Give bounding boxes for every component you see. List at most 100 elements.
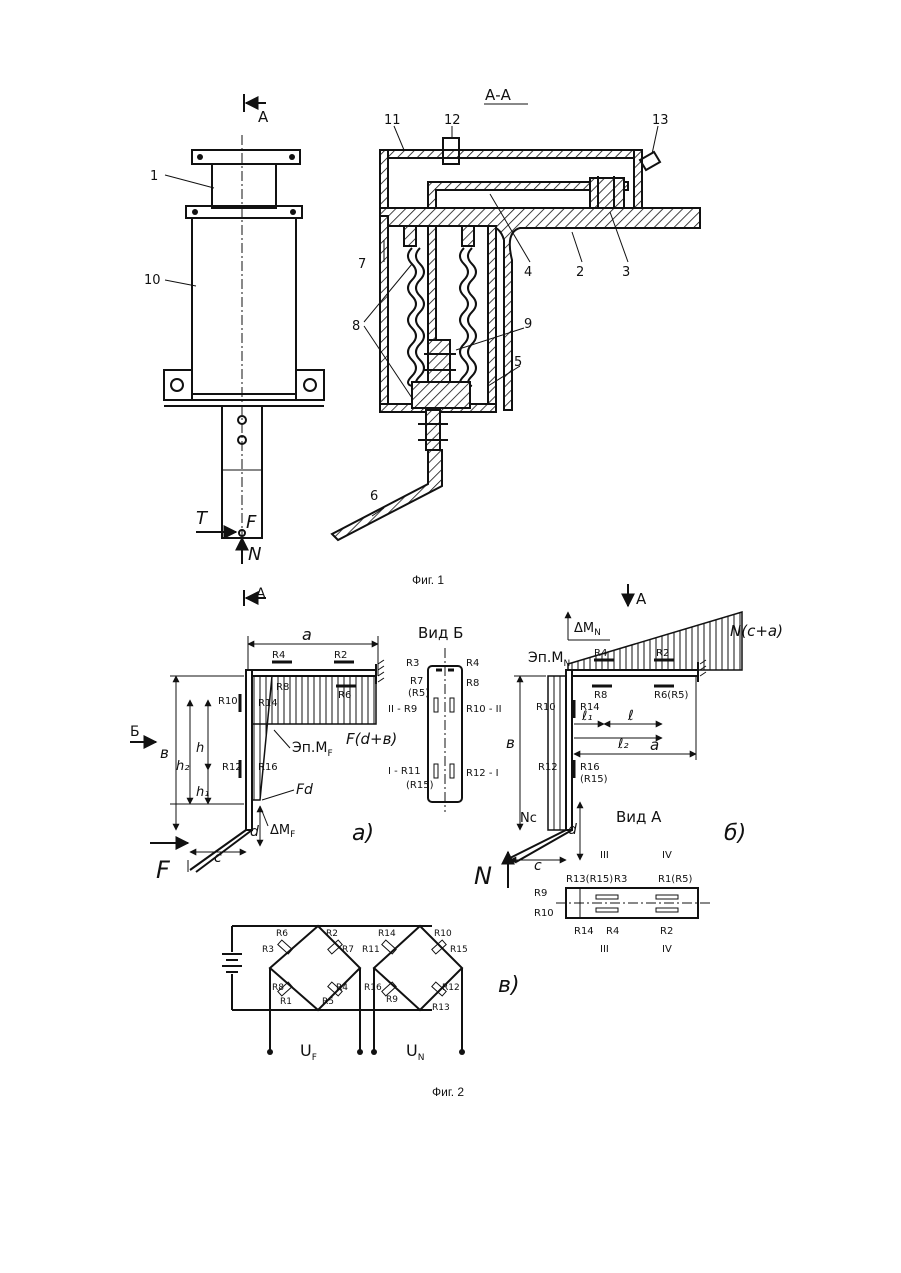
bridge-n-r16: R16: [364, 983, 382, 993]
fig2-panel-b: A N(c+a) ΔMN Эп.MN R4 R2 R8 R6(R5) R10 R…: [474, 584, 783, 890]
panel-b-r15: (R15): [580, 774, 608, 785]
view-a-r10: R10: [534, 908, 554, 919]
part-label-5: 5: [514, 355, 522, 370]
panel-a-dim-d: d: [250, 824, 259, 840]
force-n: N: [248, 544, 261, 565]
panel-b-r2: R2: [656, 648, 669, 659]
view-b-r3: R3: [406, 658, 419, 669]
panel-a-label: a): [352, 821, 374, 846]
panel-b-delta-text: ΔM: [574, 621, 594, 636]
view-a-r3: R3: [614, 874, 627, 885]
panel-c-label: в): [498, 973, 520, 998]
part-label-1: 1: [150, 169, 158, 184]
panel-b-r16: R16: [580, 762, 600, 773]
bridge-n-output: UN: [406, 1041, 424, 1063]
bridge-f-r7: R7: [342, 945, 354, 955]
bridge-f-r4: R4: [336, 983, 348, 993]
bridge-n-r11: R11: [362, 945, 380, 955]
panel-a-moment-sub: F: [327, 749, 332, 759]
bridge-f-r1: R1: [280, 997, 292, 1007]
panel-a-section-mark: A: [256, 586, 266, 602]
view-a-mark-iii: III: [600, 850, 609, 861]
view-a-r2: R2: [660, 926, 673, 937]
panel-b-r4: R4: [594, 648, 607, 659]
panel-b-end-moment: N(c+a): [730, 622, 783, 640]
panel-a-r10: R10: [218, 696, 238, 707]
part-label-12: 12: [444, 113, 461, 128]
view-a-r14: R14: [574, 926, 594, 937]
bridge-n-output-u: U: [406, 1041, 418, 1060]
panel-a-delta-text: ΔM: [270, 823, 290, 838]
panel-a-dim-h2: h₂: [176, 759, 189, 774]
bridge-n-r10: R10: [434, 929, 452, 939]
view-a-mark-iv-bottom: IV: [662, 944, 672, 955]
bridge-n-r13: R13: [432, 1003, 450, 1013]
panel-a-dim-c: c: [214, 850, 222, 866]
fig1-elevation-view: A 1 10 T F N: [144, 94, 324, 565]
view-b-r7: R7: [410, 676, 423, 687]
part-label-10: 10: [144, 273, 161, 288]
fig2-panel-a: A a R4 R2 R6 R8 R10 R14 R12 R16 F(d+в) Э…: [130, 586, 397, 884]
panel-a-moment-label: Эп.MF: [292, 740, 333, 759]
panel-a-r2: R2: [334, 650, 347, 661]
panel-b-dim-b: в: [506, 734, 515, 752]
bridge-f-output: UF: [300, 1041, 317, 1063]
panel-b-dim-a: a: [650, 736, 659, 754]
section-mark-a: A: [258, 108, 269, 126]
panel-a-end-moment: F(d+в): [346, 730, 397, 748]
panel-a-dim-h1: h₁: [196, 785, 209, 800]
view-b-title: Вид Б: [418, 624, 463, 642]
panel-a-delta-sub: F: [290, 830, 295, 840]
panel-a-fd: Fd: [296, 782, 313, 798]
fig2-panel-c: R6 R2 R3 R7 R8 R4 R1 R5 UF R14 R10 R11 R…: [222, 926, 520, 1063]
view-a-r4: R4: [606, 926, 619, 937]
panel-b-r6: R6(R5): [654, 690, 689, 701]
panel-b-r12: R12: [538, 762, 558, 773]
view-a-title: Вид А: [616, 808, 662, 826]
part-label-3: 3: [622, 265, 630, 280]
part-label-13: 13: [652, 113, 669, 128]
panel-a-dim-b: в: [160, 744, 169, 762]
panel-a-r14: R14: [258, 698, 278, 709]
view-b-r8: R8: [466, 678, 479, 689]
bridge-f-r2: R2: [326, 929, 338, 939]
section-title-a-a: А-А: [485, 86, 512, 104]
panel-a-r4: R4: [272, 650, 285, 661]
view-b-r15: (R15): [406, 780, 434, 791]
panel-a-r16: R16: [258, 762, 278, 773]
view-b-r9: II - R9: [388, 704, 417, 715]
panel-b-view-arrow: A: [636, 590, 647, 608]
part-label-11: 11: [384, 113, 401, 128]
view-a-mark-iv: IV: [662, 850, 672, 861]
view-a-r13: R13(R15): [566, 874, 613, 885]
panel-b-moment-label: Эп.MN: [528, 650, 570, 669]
fig2-view-b: Вид Б R3 R7 (R5) II - R9 I - R11 (R15) R…: [388, 624, 502, 812]
panel-a-view-arrow: Б: [130, 724, 140, 740]
panel-a-force-f: F: [156, 856, 171, 884]
part-label-7: 7: [358, 257, 366, 272]
panel-b-r8: R8: [594, 690, 607, 701]
part-label-4: 4: [524, 265, 532, 280]
panel-a-r8: R8: [276, 682, 289, 693]
fig1-caption: Фиг. 1: [412, 573, 444, 587]
fig1-section-a-a: А-А: [332, 86, 700, 540]
panel-b-dim-l1: ℓ₁: [581, 709, 593, 724]
panel-b-r10: R10: [536, 702, 556, 713]
bridge-n-r12: R12: [442, 983, 460, 993]
panel-a-dim-a: a: [302, 625, 312, 644]
fig2-caption: Фиг. 2: [432, 1085, 464, 1099]
panel-b-dim-l: ℓ: [627, 708, 634, 724]
panel-b-moment-text: Эп.M: [528, 650, 563, 666]
view-b-r12: R12 - I: [466, 768, 499, 779]
panel-b-dim-c: c: [534, 858, 542, 874]
force-f: F: [246, 512, 257, 533]
bridge-n-r9: R9: [386, 995, 398, 1005]
panel-b-dim-d: d: [568, 822, 577, 838]
bridge-f-output-sub: F: [312, 1053, 317, 1063]
panel-a-moment-text: Эп.M: [292, 740, 327, 756]
bridge-n-r15: R15: [450, 945, 468, 955]
view-b-r11: I - R11: [388, 766, 421, 777]
panel-b-delta-sub: N: [594, 628, 601, 638]
panel-a-r6: R6: [338, 690, 351, 701]
